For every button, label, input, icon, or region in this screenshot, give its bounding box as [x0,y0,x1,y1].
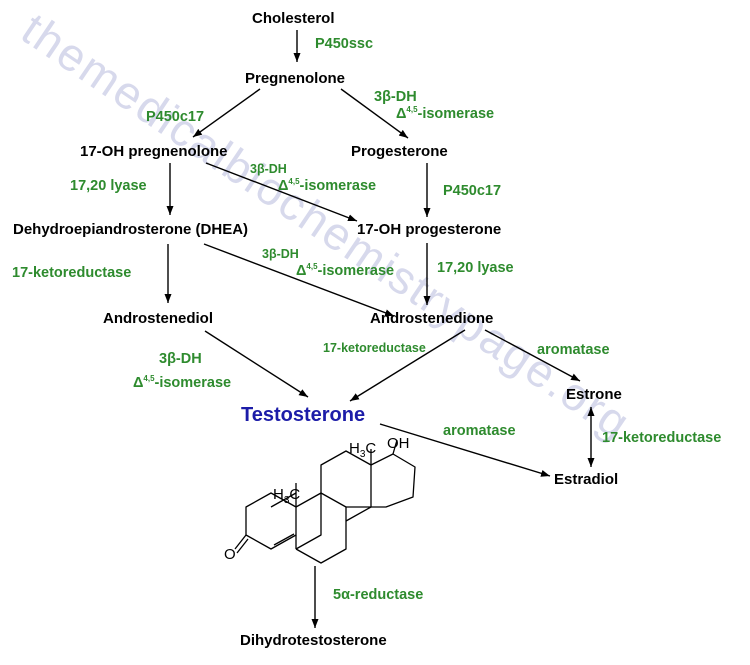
structure-ketone-oxygen: O [224,546,236,563]
arrow-androstenediol-testosterone [204,330,309,398]
structure-hydroxyl: OH [387,435,410,452]
compound-17oh-pregnenolone: 17-OH pregnenolone [80,143,228,160]
arrow-17oh-pregnenolone-17oh-progesterone [205,162,358,222]
arrow-androstenedione-estrone [484,329,581,382]
enzyme-17-ketoreductase-right: 17-ketoreductase [602,430,722,446]
enzyme-isomerase-lower-mid: Δ4,5-isomerase [296,262,395,279]
enzyme-3b-dh-upper-mid: 3β-DH [250,162,287,176]
enzyme-aromatase-upper: aromatase [537,342,610,358]
enzyme-isomerase-left: Δ4,5-isomerase [133,374,232,391]
enzyme-aromatase-lower: aromatase [443,423,516,439]
enzyme-3b-dh-left: 3β-DH [159,351,202,367]
compound-testosterone: Testosterone [241,404,366,426]
compound-estradiol: Estradiol [554,471,619,488]
arrow-dhea-androstenedione [203,243,395,317]
enzyme-17-ketoreductase-mid: 17-ketoreductase [323,341,426,355]
structure-methyl-mid: H3C [273,486,301,506]
compound-pregnenolone: Pregnenolone [245,70,346,87]
testosterone-structure [234,439,416,564]
structure-methyl-top: H3C [349,440,377,460]
arrow-androstenedione-testosterone [349,329,466,402]
enzyme-1720-lyase-left: 17,20 lyase [70,178,147,194]
arrow-testosterone-estradiol [379,423,551,477]
arrow-pregnenolone-17oh-pregnenolone [192,88,261,138]
compound-17oh-progesterone: 17-OH progesterone [357,221,502,238]
enzyme-5a-reductase: 5α-reductase [333,587,424,603]
enzyme-isomerase-upper-mid: Δ4,5-isomerase [278,177,377,194]
enzyme-1720-lyase-right: 17,20 lyase [437,260,514,276]
enzyme-p450c17-left: P450c17 [146,109,205,125]
compound-cholesterol: Cholesterol [252,10,335,27]
enzyme-p450ssc: P450ssc [315,36,374,52]
compound-dihydrotestosterone: Dihydrotestosterone [240,632,387,649]
compound-progesterone: Progesterone [351,143,448,160]
compound-dhea: Dehydroepiandrosterone (DHEA) [13,221,249,238]
arrow-pregnenolone-progesterone [340,88,409,139]
compound-androstenediol: Androstenediol [103,310,214,327]
enzyme-17-ketoreductase-left: 17-ketoreductase [12,265,132,281]
enzyme-3b-dh-top: 3β-DH [374,89,417,105]
enzyme-3b-dh-lower-mid: 3β-DH [262,247,299,261]
enzyme-p450c17-right: P450c17 [443,183,502,199]
compound-estrone: Estrone [566,386,622,403]
compound-androstenedione: Androstenedione [370,310,494,327]
enzyme-isomerase-top: Δ4,5-isomerase [396,105,495,122]
